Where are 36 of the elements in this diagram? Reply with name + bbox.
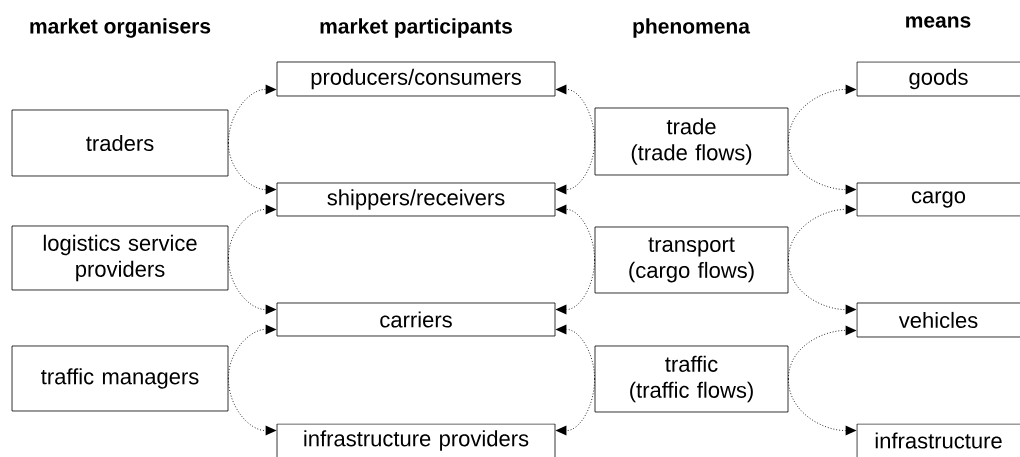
arrow: [227, 204, 277, 259]
box: cargo: [856, 182, 1020, 217]
box: vehicles: [856, 302, 1020, 338]
arrow: [227, 378, 277, 436]
arrow: [227, 324, 277, 379]
arrow: [787, 259, 857, 315]
arrow: [555, 84, 596, 142]
arrow: [787, 204, 857, 261]
box: trade (trade flows): [594, 107, 789, 176]
box: infrastructure providers: [276, 423, 556, 457]
arrow: [787, 141, 857, 195]
box: infrastructure: [856, 423, 1020, 457]
box: shippers/receivers: [276, 182, 556, 217]
column-heading: market organisers: [30, 18, 211, 38]
box: carriers: [276, 302, 556, 337]
arrow: [787, 84, 857, 142]
arrow: [227, 84, 277, 144]
arrow: [555, 324, 596, 380]
arrow: [787, 378, 857, 436]
column-heading: market participants: [320, 18, 512, 38]
arrow: [555, 378, 596, 436]
box: producers/consumers: [276, 61, 556, 97]
box: transport (cargo flows): [594, 226, 789, 294]
arrow: [227, 142, 277, 195]
arrow: [227, 257, 277, 315]
column-heading: phenomena: [633, 18, 751, 38]
box: traffic managers: [11, 345, 229, 412]
arrow: [787, 325, 857, 380]
arrow: [555, 259, 596, 315]
box: traders: [11, 109, 229, 177]
box: goods: [856, 61, 1020, 97]
box: logistics service providers: [11, 225, 229, 291]
box: traffic (traffic flows): [594, 345, 789, 413]
column-heading: means: [906, 16, 971, 28]
arrow: [555, 141, 596, 195]
arrow: [555, 204, 596, 261]
